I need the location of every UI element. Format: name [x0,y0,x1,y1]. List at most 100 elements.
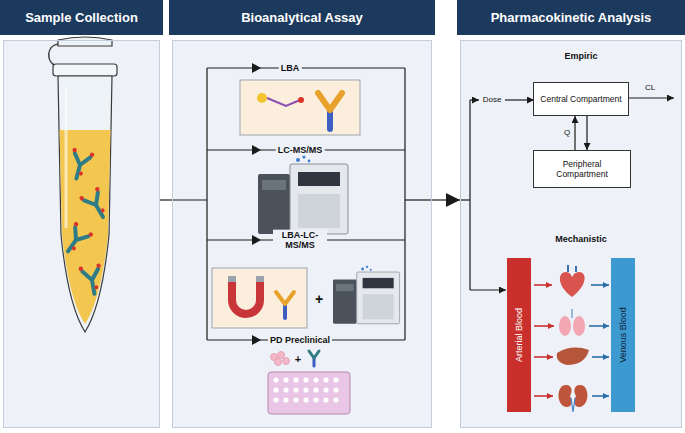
venous-flow [592,395,609,397]
branch-line [172,199,207,200]
clearance-arrow [629,97,674,98]
well [283,377,288,382]
lba-lcms-illustration [212,268,307,328]
assay-well [240,80,360,135]
branch-line [469,100,470,290]
annotation-label: CL [643,83,657,92]
branch-line [470,99,479,100]
compartment-box: Peripheral Compartment [533,150,631,188]
ureter [571,398,575,412]
connector [586,116,587,150]
lba-illustration [240,80,360,135]
cell [283,358,290,365]
cell [278,352,285,359]
venous-flow [589,325,609,327]
pk-branch-lines [460,98,674,290]
panel-title: Bioanalytical Assay [241,10,363,25]
panel-header: Sample Collection [0,0,163,35]
panel-header: Pharmacokinetic Analysis [457,0,685,35]
well [293,377,298,382]
panel-ground [3,40,160,428]
branch-line [405,199,432,200]
panel-header: Bioanalytical Assay [169,0,435,35]
branch-line [207,67,405,68]
capture-antibody [318,93,342,110]
connector [432,199,460,200]
antibody [59,221,94,258]
flow-arrows [534,285,609,396]
plus-sign: + [293,353,303,366]
connector [160,199,172,200]
compartment-box: Central Compartment [533,82,629,116]
magnet [232,280,260,314]
antibody [309,351,319,358]
panel-title: Pharmacokinetic Analysis [491,10,652,25]
well [323,397,328,402]
panel-title: Sample Collection [25,10,138,25]
arrow-head [252,63,261,73]
tube-hinge [49,44,58,66]
assay-well [212,268,307,328]
well [303,377,308,382]
magnet-tip [228,276,236,282]
trachea [571,309,573,318]
branch-line [470,289,506,290]
well [313,377,318,382]
annotation-label: PD Preclinical [268,335,332,345]
mass-spectrometer [258,155,348,234]
arrow-head [252,145,261,155]
well [293,397,298,402]
stage-panel: Sample Collection [3,40,160,428]
branch-line [206,68,207,340]
antibody [66,147,95,181]
arterial-flow [534,356,553,358]
well [323,377,328,382]
branch-line [460,199,470,200]
well [323,387,328,392]
annotation-label: LBA [279,63,302,73]
organs [557,265,589,412]
panel-ground [460,40,682,428]
kidney [574,385,587,407]
analyte [298,97,304,103]
tube-highlight [65,88,68,228]
band-label: Venous Blood [618,307,628,363]
well [303,387,308,392]
analyte-chain [267,98,300,106]
tube-lid [58,37,112,46]
annotation-label: Dose [481,95,504,104]
lung [573,316,585,336]
annotation-label: Empiric [562,51,599,61]
heart-vessel [568,265,576,272]
well [333,397,338,402]
arrow-head [252,235,261,245]
pd-illustration [268,351,350,414]
analyte [257,93,267,103]
well-plate [268,372,350,414]
well [283,387,288,392]
mass-spectrometer [333,266,400,324]
sample-tube [49,37,117,332]
well [273,397,278,402]
branch-lines [172,68,432,340]
kidney [559,385,572,407]
panel-ground [172,40,432,428]
venous-flow [591,284,609,286]
compartment-label: Central Compartment [540,94,621,104]
antibody [78,263,105,296]
tube-body [58,76,112,332]
edge-label: Q [562,128,572,137]
liver [557,348,589,365]
tube-rim [53,64,117,76]
band-label: Arterial Blood [514,308,524,362]
well [303,397,308,402]
well [313,387,318,392]
arterial-flow [534,395,553,397]
antibody [283,304,287,318]
dose-arrow [505,99,534,100]
compartment-label: Peripheral Compartment [538,159,626,179]
